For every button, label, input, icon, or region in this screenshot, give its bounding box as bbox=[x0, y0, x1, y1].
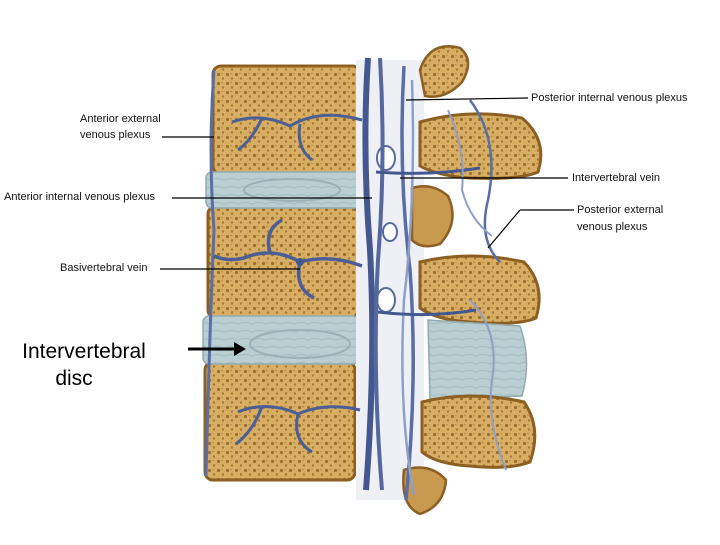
basivertebral-vein-bottom bbox=[235, 405, 361, 454]
annotation-line1: Intervertebral bbox=[22, 340, 146, 363]
posterior-external-plexus-vein bbox=[468, 99, 501, 263]
basivertebral-vein-middle bbox=[213, 218, 363, 300]
label-basivertebral: Basivertebral vein bbox=[60, 262, 148, 274]
disc-arrow-head bbox=[234, 342, 246, 356]
leader-posterior-internal bbox=[405, 97, 529, 101]
posterior-element-bottom bbox=[420, 394, 537, 469]
intervertebral-vein-upper bbox=[375, 166, 481, 175]
posterior-element-top bbox=[418, 112, 543, 180]
intervertebral-foramen-upper bbox=[376, 145, 396, 171]
vertebral-body-middle bbox=[206, 204, 360, 320]
superior-articular-process bbox=[418, 45, 470, 98]
label-posterior-external-line2: venous plexus bbox=[577, 221, 648, 233]
label-posterior-internal: Posterior internal venous plexus bbox=[531, 92, 688, 104]
anterior-internal-plexus-vein-1 bbox=[362, 57, 376, 491]
basivertebral-vein-top bbox=[231, 113, 363, 162]
leader-posterior-external bbox=[487, 209, 521, 249]
intervertebral-foramen-middle bbox=[376, 287, 396, 313]
anterior-external-plexus-vein bbox=[204, 69, 216, 477]
vertebral-body-bottom bbox=[203, 360, 357, 482]
pedicle-middle bbox=[410, 185, 454, 248]
label-intervertebral-vein: Intervertebral vein bbox=[572, 172, 661, 184]
anterior-internal-plexus-vein-2 bbox=[373, 57, 385, 491]
posterior-element-middle bbox=[418, 254, 541, 325]
posterior-disc bbox=[427, 319, 528, 401]
label-anterior-internal: Anterior internal venous plexus bbox=[4, 191, 156, 203]
intervertebral-disc-upper bbox=[205, 171, 363, 209]
label-anterior-external-line2: venous plexus bbox=[80, 129, 151, 141]
intervertebral-vein-middle bbox=[377, 308, 477, 317]
annotation-line2: disc bbox=[55, 367, 93, 390]
label-posterior-external-line1: Posterior external bbox=[577, 204, 664, 216]
label-anterior-external-line1: Anterior external bbox=[80, 113, 161, 125]
posterior-internal-plexus-vein bbox=[400, 65, 415, 501]
